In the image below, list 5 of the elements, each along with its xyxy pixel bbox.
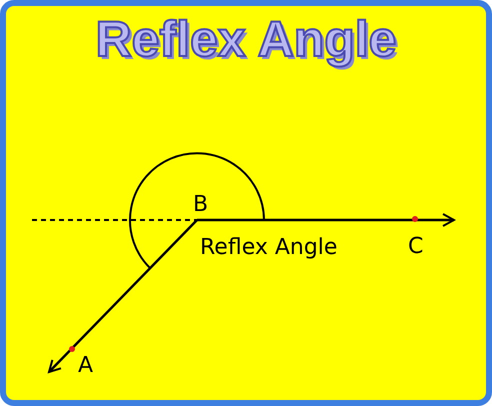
- point-label: A: [78, 355, 94, 377]
- point-label: C: [408, 236, 424, 258]
- angle-label: Reflex Angle: [200, 237, 338, 259]
- title: Reflex Angle: [94, 10, 398, 68]
- point-label: B: [193, 194, 208, 216]
